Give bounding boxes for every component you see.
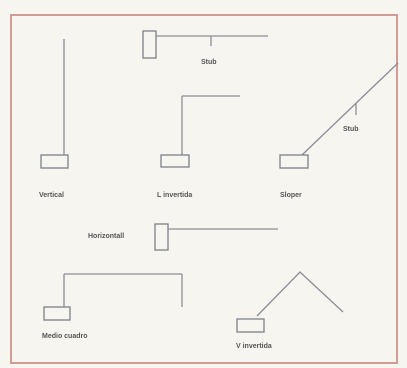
v-invertida-feed-box — [236, 318, 265, 333]
horizontal-antenna — [154, 223, 278, 251]
label-vertical: Vertical — [39, 192, 64, 199]
diagram-frame — [10, 14, 398, 364]
medio-cuadro-antenna — [43, 273, 183, 321]
vertical-antenna — [40, 39, 69, 169]
medio-cuadro-feed-box — [43, 306, 71, 321]
sloper-wire — [301, 62, 399, 156]
sloper-antenna — [279, 62, 399, 169]
top-feed-box — [142, 30, 157, 59]
v-invertida-wire — [256, 271, 344, 317]
label-medio-cuadro: Medio cuadro — [42, 333, 88, 340]
sloper-feed-box — [279, 154, 309, 169]
horizontal-feed-box — [154, 223, 169, 251]
label-stub-right: Stub — [343, 126, 359, 133]
label-sloper: Sloper — [280, 192, 302, 199]
top-horizontal-antenna — [142, 30, 268, 59]
vertical-feed-box — [40, 154, 69, 169]
l-invertida-antenna — [160, 95, 240, 168]
label-l-invertida: L invertida — [157, 192, 193, 199]
label-horizontal: Horizontall — [88, 233, 125, 240]
v-invertida-antenna — [236, 271, 344, 333]
label-stub-top: Stub — [201, 59, 217, 66]
label-v-invertida: V invertida — [236, 343, 272, 350]
l-invertida-feed-box — [160, 154, 190, 168]
